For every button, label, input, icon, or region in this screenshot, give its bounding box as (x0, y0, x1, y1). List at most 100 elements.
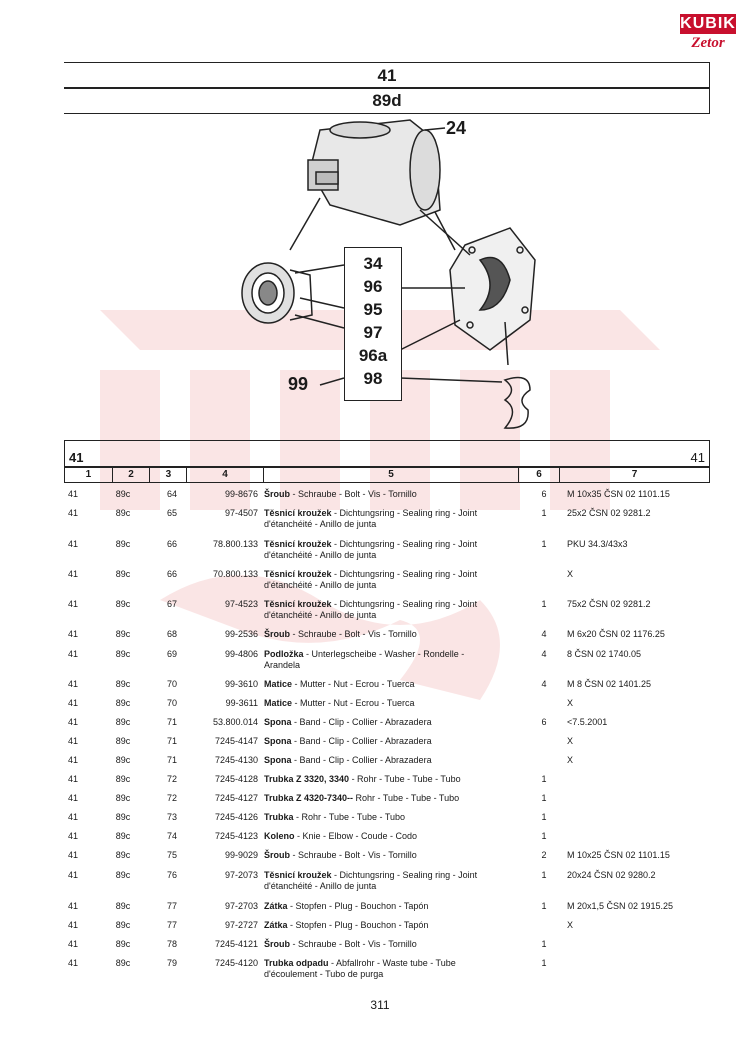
cell-quantity: 1 (541, 812, 547, 822)
cell-quantity: 1 (541, 831, 547, 841)
cell-figure: 89c (115, 599, 131, 609)
cell-description: Zátka - Stopfen - Plug - Bouchon - Tapón (264, 901, 514, 912)
cell-description: Trubka Z 4320-7340-- Rohr - Tube - Tube … (264, 793, 514, 804)
cell-group: 41 (67, 755, 78, 765)
cell-note: M 20x1,5 ČSN 02 1915.25 (567, 901, 674, 911)
cell-position: 71 (166, 717, 177, 727)
subgroup-number: 89d (372, 91, 402, 110)
description-name: Šroub (264, 850, 290, 860)
cell-figure: 89c (115, 508, 131, 518)
description-translations-continued: d'étanchéité - Anillo de junta (264, 550, 377, 560)
callout-34: 34 (363, 254, 383, 273)
cell-quantity: 1 (541, 774, 547, 784)
cell-note: X (567, 755, 574, 765)
cell-description: Trubka Z 3320, 3340 - Rohr - Tube - Tube… (264, 774, 514, 785)
callout-97: 97 (363, 323, 383, 342)
page-number: 311 (370, 998, 390, 1012)
logo-zetor-text: Zetor (691, 35, 725, 51)
cell-description: Těsnicí kroužek - Dichtungsring - Sealin… (264, 508, 514, 530)
description-translations: - Schraube - Bolt - Vis - Tornillo (290, 489, 417, 499)
cell-position: 69 (166, 649, 177, 659)
cell-figure: 89c (115, 629, 131, 639)
cell-description: Matice - Mutter - Nut - Ecrou - Tuerca (264, 698, 514, 709)
description-name: Těsnicí kroužek (264, 569, 332, 579)
cell-position: 76 (166, 870, 177, 880)
cell-figure: 89c (115, 698, 131, 708)
cell-group: 41 (67, 812, 78, 822)
cell-position: 66 (166, 539, 177, 549)
description-translations: - Band - Clip - Collier - Abrazadera (291, 717, 432, 727)
cell-note: 25x2 ČSN 02 9281.2 (567, 508, 651, 518)
cell-position: 68 (166, 629, 177, 639)
description-translations: - Stopfen - Plug - Bouchon - Tapón (287, 901, 429, 911)
cell-group: 41 (67, 850, 78, 860)
cell-group: 41 (67, 717, 78, 727)
o-ring (503, 376, 531, 429)
description-name: Trubka Z 3320, 3340 (264, 774, 350, 784)
cell-quantity: 1 (541, 958, 547, 968)
cell-quantity: 4 (541, 629, 547, 639)
cell-note: X (567, 736, 574, 746)
cell-part-number: 99-3610 (224, 679, 258, 689)
cell-figure: 89c (115, 901, 131, 911)
cell-part-number: 99-2536 (224, 629, 258, 639)
cell-part-number: 97-2727 (224, 920, 258, 930)
description-name: Těsnicí kroužek (264, 508, 332, 518)
cell-group: 41 (67, 599, 78, 609)
description-translations: - Dichtungsring - Sealing ring - Joint (331, 569, 478, 579)
description-name: Spona (264, 717, 292, 727)
description-translations: - Dichtungsring - Sealing ring - Joint (331, 508, 478, 518)
cell-quantity: 4 (541, 679, 547, 689)
parts-table-header: 41 41 1 2 3 4 5 6 7 (64, 440, 710, 483)
cell-description: Těsnicí kroužek - Dichtungsring - Sealin… (264, 870, 514, 892)
cell-group: 41 (67, 870, 78, 880)
description-translations: - Rohr - Tube - Tube - Tubo (293, 812, 406, 822)
cell-quantity: 1 (541, 939, 547, 949)
description-translations-continued: d'étanchéité - Anillo de junta (264, 580, 377, 590)
cell-position: 79 (166, 958, 177, 968)
cell-position: 64 (166, 489, 177, 499)
cell-figure: 89c (115, 679, 131, 689)
callout-96: 96 (363, 277, 383, 296)
cell-quantity: 1 (541, 901, 547, 911)
cell-note: X (567, 920, 574, 930)
cell-position: 70 (166, 698, 177, 708)
description-name: Zátka (264, 920, 288, 930)
description-name: Šroub (264, 629, 290, 639)
callout-box: 34 96 95 97 96a 98 (344, 247, 402, 401)
col-header-7: 7 (631, 469, 638, 480)
cell-figure: 89c (115, 831, 131, 841)
cell-description: Šroub - Schraube - Bolt - Vis - Tornillo (264, 629, 514, 640)
cell-part-number: 99-4806 (224, 649, 258, 659)
description-translations: - Knie - Elbow - Coude - Codo (294, 831, 418, 841)
cell-description: Těsnicí kroužek - Dichtungsring - Sealin… (264, 569, 514, 591)
cell-position: 66 (166, 569, 177, 579)
description-translations: - Band - Clip - Collier - Abrazadera (291, 736, 432, 746)
description-translations-continued: d'étanchéité - Anillo de junta (264, 610, 377, 620)
description-name: Těsnicí kroužek (264, 539, 332, 549)
cell-position: 72 (166, 774, 177, 784)
cell-description: Těsnicí kroužek - Dichtungsring - Sealin… (264, 539, 514, 561)
description-translations: - Rohr - Tube - Tube - Tubo (349, 774, 461, 784)
cell-part-number: 53.800.014 (212, 717, 258, 727)
cell-position: 67 (166, 599, 177, 609)
callout-98: 98 (363, 369, 383, 388)
description-translations: - Band - Clip - Collier - Abrazadera (291, 755, 432, 765)
cell-part-number: 7245-4120 (214, 958, 258, 968)
cell-group: 41 (67, 539, 78, 549)
description-translations: - Unterlegscheibe - Washer - Rondelle - (303, 649, 465, 659)
cell-quantity: 2 (541, 850, 547, 860)
callout-95: 95 (363, 300, 383, 319)
cell-figure: 89c (115, 870, 131, 880)
table-group-title: 41 41 (64, 440, 710, 466)
description-name: Trubka (264, 812, 294, 822)
cell-part-number: 97-4523 (224, 599, 258, 609)
description-translations: - Schraube - Bolt - Vis - Tornillo (290, 629, 417, 639)
cell-quantity: 4 (541, 649, 547, 659)
table-group-left: 41 (69, 450, 84, 465)
description-translations: Rohr - Tube - Tube - Tubo (353, 793, 460, 803)
cell-part-number: 7245-4128 (214, 774, 258, 784)
description-translations: - Dichtungsring - Sealing ring - Joint (331, 539, 478, 549)
cell-group: 41 (67, 698, 78, 708)
cell-group: 41 (67, 736, 78, 746)
